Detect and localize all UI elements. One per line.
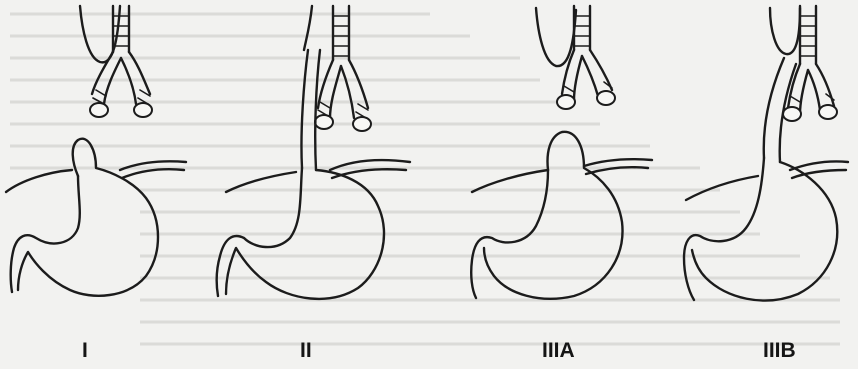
diaphragm-right bbox=[120, 161, 186, 178]
diaphragm-left bbox=[6, 170, 72, 192]
panel-label: IIIB bbox=[763, 339, 796, 362]
trachea bbox=[783, 6, 837, 121]
bleed-through-texture bbox=[10, 14, 840, 344]
panel-label: IIIA bbox=[542, 339, 575, 362]
stomach-outline bbox=[692, 162, 837, 301]
trachea bbox=[315, 6, 371, 131]
panel-label: II bbox=[300, 339, 312, 362]
panel-label: I bbox=[82, 339, 88, 362]
esophagus-upper-loop bbox=[770, 8, 800, 54]
stomach-outline bbox=[18, 139, 158, 296]
diaphragm-left bbox=[686, 176, 758, 200]
stomach-outline bbox=[484, 132, 623, 299]
panel-3b-diagram: IIIB bbox=[684, 6, 848, 362]
trachea bbox=[557, 6, 615, 109]
